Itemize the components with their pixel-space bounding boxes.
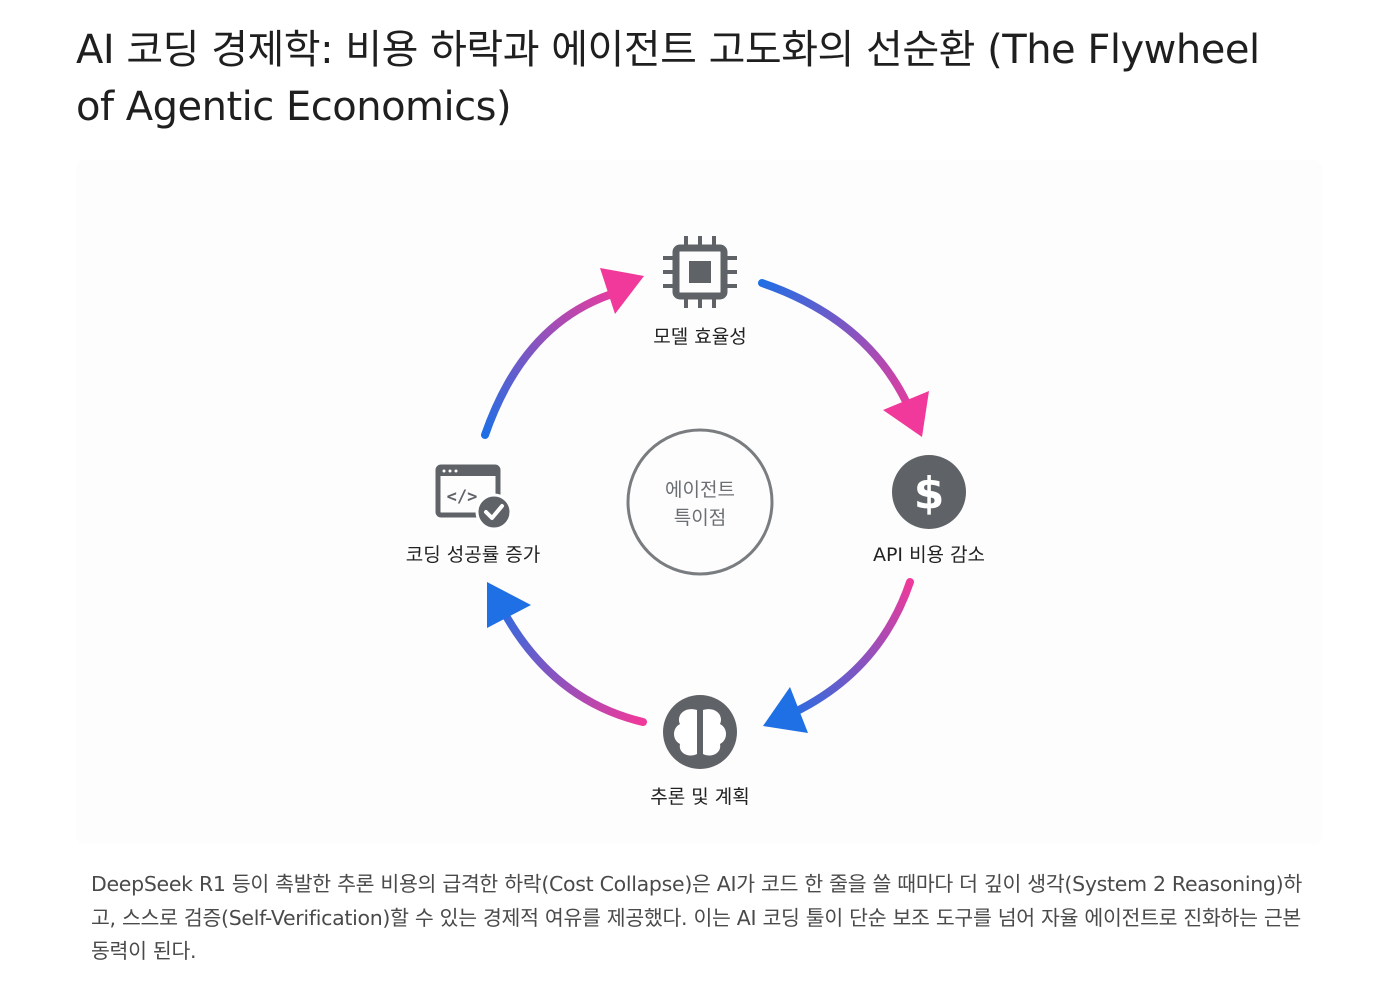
arrow-cost-to-reasoning [763,578,914,733]
node-label-api-cost: API 비용 감소 [872,544,986,566]
center-label-line1: 에이전트 [665,479,735,501]
svg-text:</>: </> [447,487,478,507]
page-title: AI 코딩 경제학: 비용 하락과 에이전트 고도화의 선순환 (The Fly… [76,27,1260,130]
node-label-model-efficiency: 모델 효율성 [653,326,747,348]
code-window-check-icon: </> [435,464,513,531]
center-label: 에이전트 특이점 [665,476,735,532]
center-ring [626,428,774,576]
arrow-model-to-cost [758,279,929,437]
chip-icon [663,236,737,308]
arrow-reasoning-to-coding [487,582,647,726]
node-label-coding-success: 코딩 성공률 증가 [405,544,541,566]
center-label-line2: 특이점 [673,507,727,529]
svg-text:$: $ [914,468,945,519]
node-label-reasoning: 추론 및 계획 [650,786,750,808]
brain-icon [663,695,737,769]
figure-caption: DeepSeek R1 등이 촉발한 추론 비용의 급격한 하락(Cost Co… [91,872,1302,963]
arrow-coding-to-model [481,268,644,439]
dollar-icon: $ [892,455,966,529]
